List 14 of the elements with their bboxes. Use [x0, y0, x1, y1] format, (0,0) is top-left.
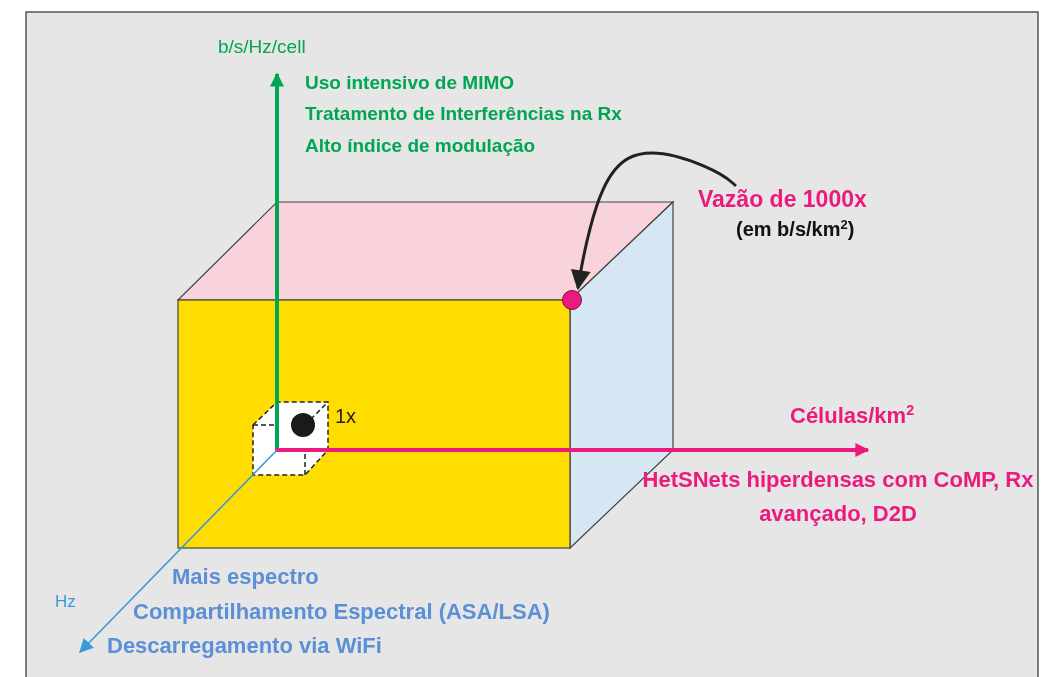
feature-text: HetSNets hiperdensas com CoMP, Rx avançado, D2D — [642, 466, 1034, 529]
curved-arrow — [570, 151, 737, 291]
scale-label: 1x — [335, 405, 357, 428]
feature-text: Alto índice de modulação — [305, 135, 536, 157]
feature-text: Mais espectro — [172, 564, 319, 590]
feature-text: Tratamento de Interferências na Rx — [305, 103, 622, 125]
feature-text: Uso intensivo de MIMO — [305, 72, 515, 94]
callout-unit: (em b/s/km$^{2}$) — [736, 218, 856, 242]
feature-text: Descarregamento via WiFi — [107, 633, 382, 659]
axis-label: Hz — [55, 592, 76, 612]
axis-label: Células/km$^{2}$ — [790, 403, 915, 429]
axis-label: b/s/Hz/cell — [218, 36, 306, 58]
callout-title: Vazão de 1000x — [698, 186, 868, 213]
feature-text: Compartilhamento Espectral (ASA/LSA) — [133, 599, 550, 625]
